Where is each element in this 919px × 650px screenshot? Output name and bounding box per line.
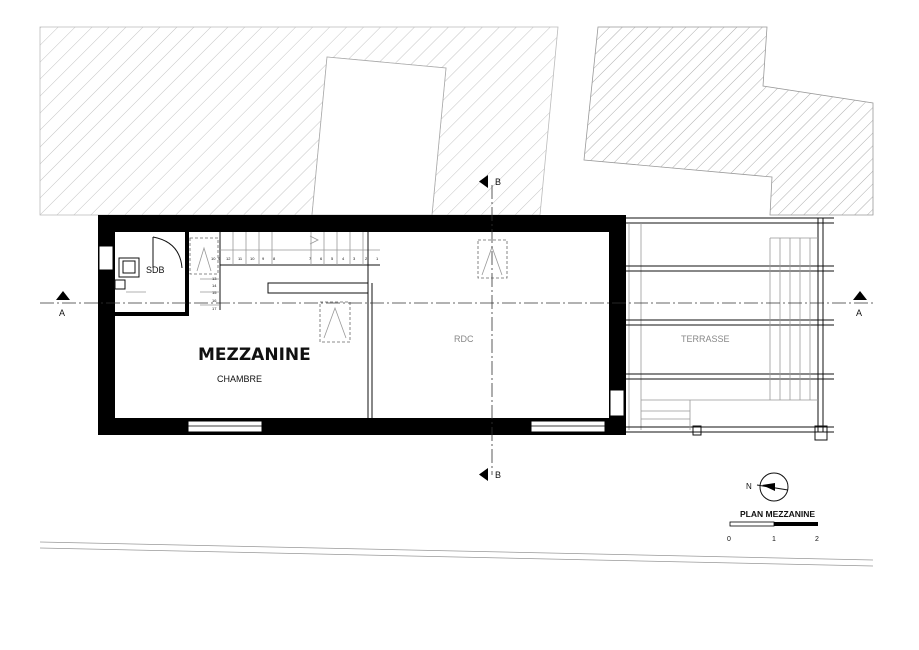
section-a-label: A (856, 308, 862, 318)
step-number: 8 (273, 256, 276, 261)
room-label-terrasse: TERRASSE (681, 334, 730, 344)
step-number: 17 (212, 306, 217, 311)
room-label-chambre: CHAMBRE (217, 374, 262, 384)
step-number: 14 (212, 283, 217, 288)
step-number: 7 (309, 256, 312, 261)
section-b-label: B (495, 470, 501, 480)
terrace (626, 217, 834, 441)
room-label-rdc: RDC (454, 334, 474, 344)
step-number: 1 (376, 256, 379, 261)
scale-tick-0: 0 (727, 536, 731, 543)
step-number: 2 (365, 256, 368, 261)
north-label: N (746, 482, 752, 491)
step-number: 3 (353, 256, 356, 261)
section-marker-a-left: A (56, 291, 70, 318)
street-edge (39, 541, 874, 567)
step-number: 11 (238, 256, 243, 261)
bathroom (114, 232, 189, 316)
north-arrow-icon: N (746, 472, 789, 502)
room-label-sdb: SDB (146, 265, 165, 275)
step-number: 16 (212, 298, 217, 303)
step-number: 12 (226, 256, 231, 261)
room-label-mezzanine: MEZZANINE (198, 345, 311, 365)
scale-tick-1: 1 (772, 536, 776, 543)
scale-bar: 0 1 2 (727, 521, 819, 543)
neighbor-buildings (39, 26, 874, 216)
scale-tick-2: 2 (815, 536, 819, 543)
step-number: 5 (331, 256, 334, 261)
stair-step-numbers: 10 9 12 11 10 9 8 7 6 5 4 3 2 1 13 14 15… (211, 256, 379, 311)
section-a-label: A (59, 308, 65, 318)
section-marker-a-right: A (853, 291, 867, 318)
section-marker-b-bottom: B (479, 468, 501, 481)
step-number: 10 (250, 256, 255, 261)
step-number: 6 (320, 256, 323, 261)
section-b-label: B (495, 177, 501, 187)
skylight (477, 239, 508, 279)
step-number: 13 (212, 276, 217, 281)
exterior-walls (98, 215, 626, 435)
staircase (189, 232, 380, 418)
section-marker-b-top: B (479, 175, 501, 188)
section-lines (40, 185, 873, 475)
step-number: 9 (218, 256, 221, 261)
step-number: 9 (262, 256, 265, 261)
plan-title: PLAN MEZZANINE (740, 509, 815, 519)
step-number: 15 (212, 290, 217, 295)
step-number: 4 (342, 256, 345, 261)
step-number: 10 (211, 256, 216, 261)
